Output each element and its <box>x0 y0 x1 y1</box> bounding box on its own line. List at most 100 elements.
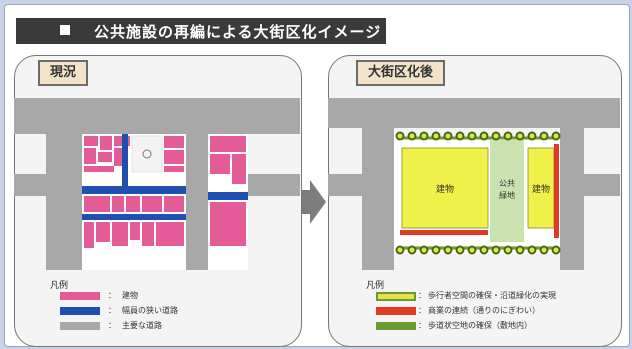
building <box>142 196 162 212</box>
building <box>210 154 230 174</box>
building <box>210 136 246 152</box>
tree <box>407 131 417 141</box>
tree <box>515 245 525 255</box>
building <box>112 222 128 246</box>
legend-text-major-road: 主要な道路 <box>122 321 162 330</box>
major-road-vertical-left <box>362 98 394 270</box>
legend-separator: ： <box>108 321 116 330</box>
building <box>114 148 124 166</box>
building <box>232 154 246 184</box>
public-green-space <box>490 140 524 242</box>
label-building-main: 建物 <box>436 183 454 195</box>
legend-swatch-greenery <box>376 322 416 330</box>
commerce-line-bottom <box>400 230 488 235</box>
building <box>142 222 154 246</box>
narrow-road-horizontal <box>82 186 186 194</box>
new-building-small <box>527 147 555 229</box>
tree <box>419 131 429 141</box>
building <box>164 196 184 212</box>
tree <box>467 131 477 141</box>
narrow-road-right <box>208 192 248 200</box>
legend-separator: ： <box>418 306 426 315</box>
tree-row-bottom <box>395 245 561 255</box>
tree <box>503 131 513 141</box>
facility-open-space <box>131 135 163 173</box>
tree <box>455 245 465 255</box>
label-building-small: 建物 <box>532 183 550 195</box>
tree <box>443 245 453 255</box>
tree <box>431 245 441 255</box>
tree <box>407 245 417 255</box>
building <box>126 196 140 212</box>
diagram-title: 公共施設の再編による大街区化イメージ <box>94 23 382 41</box>
legend-label: 凡例 <box>366 281 385 291</box>
building <box>210 202 246 246</box>
tree <box>539 245 549 255</box>
tree <box>467 245 477 255</box>
building <box>98 152 112 162</box>
title-bar <box>16 18 386 44</box>
building <box>84 196 110 212</box>
tree <box>491 245 501 255</box>
legend-swatch-walkway <box>376 292 416 301</box>
tree <box>431 131 441 141</box>
legend-text-walkway: 歩行者空間の確保・沿道緑化の実現 <box>428 291 556 300</box>
legend-text-greenery: 歩道状空地の確保（敷地内） <box>428 321 532 330</box>
building <box>164 136 184 148</box>
tree <box>479 131 489 141</box>
legend-separator: ： <box>418 291 426 300</box>
legend-swatch-building <box>60 292 100 300</box>
legend-separator: ： <box>418 321 426 330</box>
major-road-vertical-right <box>560 98 584 270</box>
tree <box>503 245 513 255</box>
tree <box>551 245 561 255</box>
tree <box>443 131 453 141</box>
narrow-road-horizontal <box>82 214 186 220</box>
tree <box>395 131 405 141</box>
legend-separator: ： <box>108 291 116 300</box>
major-road-vertical-right <box>186 98 208 270</box>
tree <box>527 131 537 141</box>
major-road-vertical-left <box>46 98 82 270</box>
building <box>164 166 184 172</box>
legend-swatch-narrow-road <box>60 307 100 315</box>
after-consolidation-map: 建物 公共 緑地 建物 <box>328 98 620 270</box>
building <box>84 148 96 164</box>
legend-text-building: 建物 <box>122 291 138 300</box>
building <box>96 222 110 242</box>
tree <box>395 245 405 255</box>
transition-arrow-body <box>302 190 310 214</box>
facility-marker-icon <box>142 149 152 159</box>
tree-row-top <box>395 131 561 141</box>
tree <box>419 245 429 255</box>
building <box>164 150 184 164</box>
building <box>100 136 112 150</box>
tree <box>515 131 525 141</box>
tree <box>479 245 489 255</box>
tree <box>491 131 501 141</box>
building <box>156 222 184 246</box>
narrow-road-vertical <box>122 134 128 188</box>
legend-text-commerce: 商業の連続（通りのにぎわい） <box>428 306 540 315</box>
building <box>130 222 140 240</box>
new-building-main <box>401 147 489 229</box>
transition-arrow-icon <box>310 180 326 224</box>
legend-swatch-commerce <box>376 307 416 315</box>
building <box>84 166 114 172</box>
label-public-green-line1: 公共 <box>499 179 515 188</box>
tree <box>551 131 561 141</box>
building <box>84 136 98 146</box>
label-public-green-line2: 緑地 <box>499 190 515 200</box>
legend-separator: ： <box>108 306 116 315</box>
title-square-icon <box>60 25 70 35</box>
tree <box>527 245 537 255</box>
commerce-line-right <box>554 144 559 238</box>
building <box>84 222 94 248</box>
tree <box>539 131 549 141</box>
tree <box>455 131 465 141</box>
legend-label: 凡例 <box>50 281 69 291</box>
after-consolidation-tag: 大街区化後 <box>356 60 446 86</box>
legend-text-narrow-road: 幅員の狭い道路 <box>122 306 178 315</box>
building <box>112 196 124 212</box>
current-state-map <box>14 98 300 270</box>
